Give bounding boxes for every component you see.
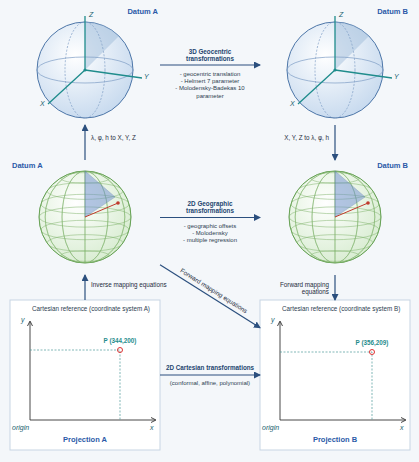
figure-panel: Datum B — [260, 160, 410, 275]
datum-label: Datum B — [353, 162, 408, 171]
globe-grid — [289, 171, 381, 263]
transform-arrow — [160, 265, 260, 328]
axis-label: Y — [394, 73, 399, 80]
axis-label: Z — [339, 11, 343, 18]
illustration-stroke — [83, 68, 86, 71]
axis-label: Z — [89, 11, 93, 18]
edge-label: 3D Geocentric transformations — [163, 48, 257, 62]
axis-head — [278, 321, 407, 423]
grid-line — [295, 171, 375, 263]
point-dot — [116, 201, 120, 205]
point-dot — [366, 201, 370, 205]
panel — [260, 300, 410, 450]
globe-grid — [39, 171, 131, 263]
illustration-stroke — [333, 68, 336, 71]
edge-label: 2D Cartesian transformations — [163, 364, 257, 371]
method-note: - geographic offsets — [184, 223, 237, 230]
figure-panel: Datum A — [10, 160, 160, 275]
datum-label: Datum A — [105, 8, 158, 17]
transform-arrow — [160, 217, 260, 218]
grid-line — [39, 171, 131, 263]
method-note: (conformal, affine, polynomial) — [170, 380, 250, 387]
point-label: P (356,209) — [337, 339, 407, 346]
point-marker — [118, 348, 123, 353]
axes — [280, 322, 405, 420]
point-marker — [370, 350, 375, 355]
grid-line — [295, 171, 375, 263]
illustration-stroke — [85, 22, 119, 70]
ellipsoid-figure — [37, 16, 142, 118]
axis-label: y — [21, 316, 25, 323]
dashed-guide — [30, 350, 120, 420]
axis-label: x — [150, 424, 154, 431]
panel-title: Projection B — [260, 436, 410, 445]
position-vector — [85, 203, 118, 217]
edge-label: Inverse mapping equations — [90, 281, 170, 288]
origin-label: origin — [262, 424, 279, 431]
grid-line — [45, 171, 125, 263]
panel-caption: Cartesian reference (coordinate system A… — [32, 305, 157, 312]
axes — [30, 322, 155, 420]
grid-line — [45, 171, 125, 263]
panel — [10, 300, 160, 450]
axis-label: X — [290, 100, 295, 107]
illustration-stroke — [298, 16, 392, 104]
panel-caption: Cartesian reference (coordinate system B… — [282, 305, 407, 312]
figure-panel: Cartesian reference (coordinate system B… — [260, 300, 410, 450]
text-group: - geocentric translation- Helmert 7 para… — [163, 71, 257, 100]
axis-head — [28, 321, 157, 423]
text-group: - geographic offsets- Molodensky- multip… — [163, 223, 257, 245]
method-note: - Molodensky — [192, 230, 228, 237]
transform-arrow — [84, 275, 85, 300]
method-note: - Molodensky-Badekas 10 parameter — [163, 85, 257, 99]
ellipsoid-figure — [287, 16, 392, 118]
method-note: - geocentric translation — [180, 71, 241, 78]
position-vector — [335, 203, 368, 217]
axis-label: X — [40, 100, 45, 107]
text-group: (conformal, affine, polynomial) — [163, 380, 257, 387]
transform-arrow — [160, 64, 260, 65]
axis-label: y — [271, 316, 275, 323]
globe-figure — [39, 171, 131, 263]
origin-label: origin — [12, 424, 29, 431]
point-label: P (344,200) — [85, 337, 155, 344]
axis-label: Y — [144, 73, 149, 80]
transform-arrow — [334, 125, 335, 160]
edge-label: Forward mapping equations — [250, 281, 330, 295]
transform-arrow — [334, 275, 335, 300]
method-note: - Helmert 7 parameter — [181, 78, 240, 85]
globe-figure — [289, 171, 381, 263]
datum-label: Datum A — [12, 162, 67, 171]
datum-label: Datum B — [355, 8, 408, 17]
figure-panel: Datum B — [260, 5, 410, 125]
figure-panel: Datum A — [10, 5, 160, 125]
transform-arrow — [160, 374, 260, 375]
grid-line — [289, 171, 381, 263]
dashed-guide — [280, 352, 372, 420]
edge-label: X, Y, Z to λ, φ, h — [262, 134, 330, 141]
transform-arrow — [84, 125, 85, 160]
panel-title: Projection A — [10, 436, 160, 445]
illustration-stroke — [48, 16, 142, 104]
edge-label: λ, φ, h to X, Y, Z — [90, 134, 165, 141]
method-note: - multiple regression — [183, 237, 237, 244]
illustration-stroke — [335, 22, 369, 70]
edge-label: Forward mapping equations — [171, 262, 256, 319]
axis-label: x — [400, 424, 404, 431]
edge-label: 2D Geographic transformations — [163, 200, 257, 214]
figure-panel: Cartesian reference (coordinate system A… — [10, 300, 160, 450]
